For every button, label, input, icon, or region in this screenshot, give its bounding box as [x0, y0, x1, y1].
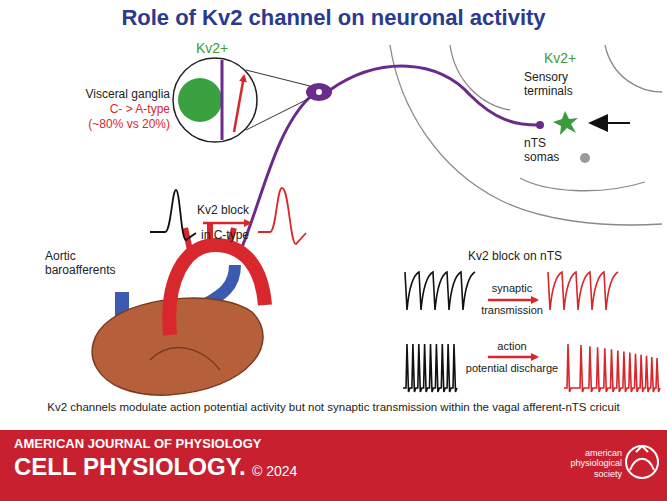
brainstem-region: Kv2+ Sensory terminals nTS somas: [385, 40, 665, 240]
heart-label: Aortic baroafferents: [45, 250, 135, 278]
block-label: Kv2 block: [197, 204, 249, 218]
nts-neuron: [553, 111, 578, 135]
vagal-afferent: [240, 66, 538, 252]
ganglion-label: Visceral ganglia: [70, 88, 170, 102]
region-text: Sensory terminals: [523, 71, 600, 99]
heart: [92, 224, 265, 395]
spike-train: [403, 344, 457, 392]
society-logo: [626, 446, 658, 478]
caption: Kv2 channels modulate action potential a…: [8, 401, 659, 414]
arrow-label: action: [462, 340, 562, 353]
central-canal: [580, 153, 590, 163]
ratio-value: (~80% vs 20%): [70, 118, 170, 132]
second-neuron: [588, 114, 608, 132]
block-label: in C-type: [201, 229, 249, 243]
synaptic-arrow: [488, 299, 537, 302]
brainstem-section: [390, 45, 662, 225]
marker-label: Kv2+: [196, 40, 228, 56]
journal-name: CELL PHYSIOLOGY.: [14, 453, 246, 481]
society-name: american physiological society: [552, 448, 622, 479]
block-arrow: [203, 222, 250, 225]
control-ap: [150, 190, 196, 240]
synaptic-trace: [405, 272, 475, 310]
panel-label: Kv2 block on nTS: [468, 250, 562, 264]
ratio-label: C- > A-type: [70, 103, 170, 117]
sensory-terminal: [536, 121, 544, 129]
spike-train: [564, 344, 660, 392]
arrow-label: synaptic: [462, 282, 562, 295]
title: Role of Kv2 channel on neuronal activity: [0, 5, 667, 30]
ganglion-zoom: [173, 58, 310, 142]
arrow-label: transmission: [462, 304, 562, 317]
copyright: © 2024: [252, 463, 297, 479]
region-text: Kv2+: [543, 50, 577, 66]
synaptic-trace: [548, 272, 618, 310]
discharge-arrow: [488, 356, 537, 359]
journal-name: AMERICAN JOURNAL OF PHYSIOLOGY: [14, 437, 262, 452]
blocked-ap: [258, 188, 306, 244]
journal-band: [0, 430, 667, 501]
arrow-label: potential discharge: [460, 362, 564, 375]
region-text: nTS somas: [523, 137, 575, 165]
ganglion-nucleus: [316, 89, 322, 95]
